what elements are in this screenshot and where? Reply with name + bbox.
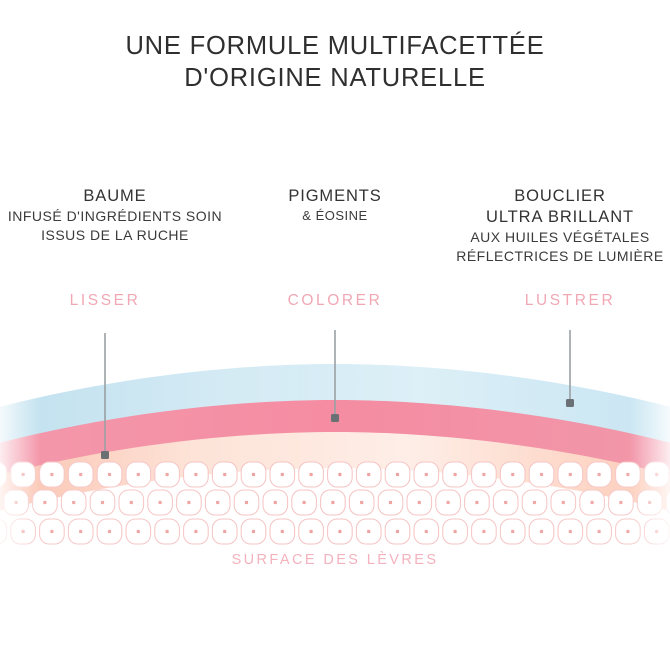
action-label-lisser: LISSER bbox=[69, 292, 141, 309]
column-baume-subtitle-line-1: INFUSÉ D'INGRÉDIENTS SOIN bbox=[7, 208, 223, 224]
column-baume-subtitle-line-2: ISSUS DE LA RUCHE bbox=[41, 226, 189, 243]
surface-label: SURFACE DES LÈVRES bbox=[231, 552, 439, 568]
column-baume-title: BAUME bbox=[83, 187, 147, 205]
column-pigments: PIGMENTS & ÉOSINE bbox=[240, 186, 430, 226]
column-bouclier-subtitle-line-1: AUX HUILES VÉGÉTALES bbox=[470, 229, 650, 245]
column-pigments-title: PIGMENTS bbox=[288, 187, 382, 205]
pointer-colorer-dot bbox=[331, 414, 339, 422]
page-title-line-1: UNE FORMULE MULTIFACETTÉE bbox=[125, 32, 545, 60]
column-bouclier-title-line-1: BOUCLIER bbox=[514, 187, 606, 205]
column-baume: BAUME INFUSÉ D'INGRÉDIENTS SOIN ISSUS DE… bbox=[0, 186, 235, 244]
action-label-colorer: COLORER bbox=[287, 292, 383, 309]
pointer-lines bbox=[101, 330, 574, 459]
page-title: UNE FORMULE MULTIFACETTÉE D'ORIGINE NATU… bbox=[0, 30, 670, 94]
column-bouclier-title-line-2: ULTRA BRILLANT bbox=[486, 208, 634, 226]
lip-layer-diagram bbox=[0, 330, 670, 570]
lip-layer-diagram-svg bbox=[0, 330, 670, 560]
page-title-line-2: D'ORIGINE NATURELLE bbox=[184, 64, 486, 92]
pointer-lisser-dot bbox=[101, 451, 109, 459]
column-pigments-subtitle-line-1: & ÉOSINE bbox=[302, 208, 368, 223]
column-bouclier: BOUCLIER ULTRA BRILLANT AUX HUILES VÉGÉT… bbox=[435, 186, 670, 265]
action-label-lustrer: LUSTRER bbox=[524, 292, 616, 309]
column-bouclier-subtitle-line-2: RÉFLECTRICES DE LUMIÈRE bbox=[456, 247, 664, 264]
pointer-lustrer-dot bbox=[566, 399, 574, 407]
